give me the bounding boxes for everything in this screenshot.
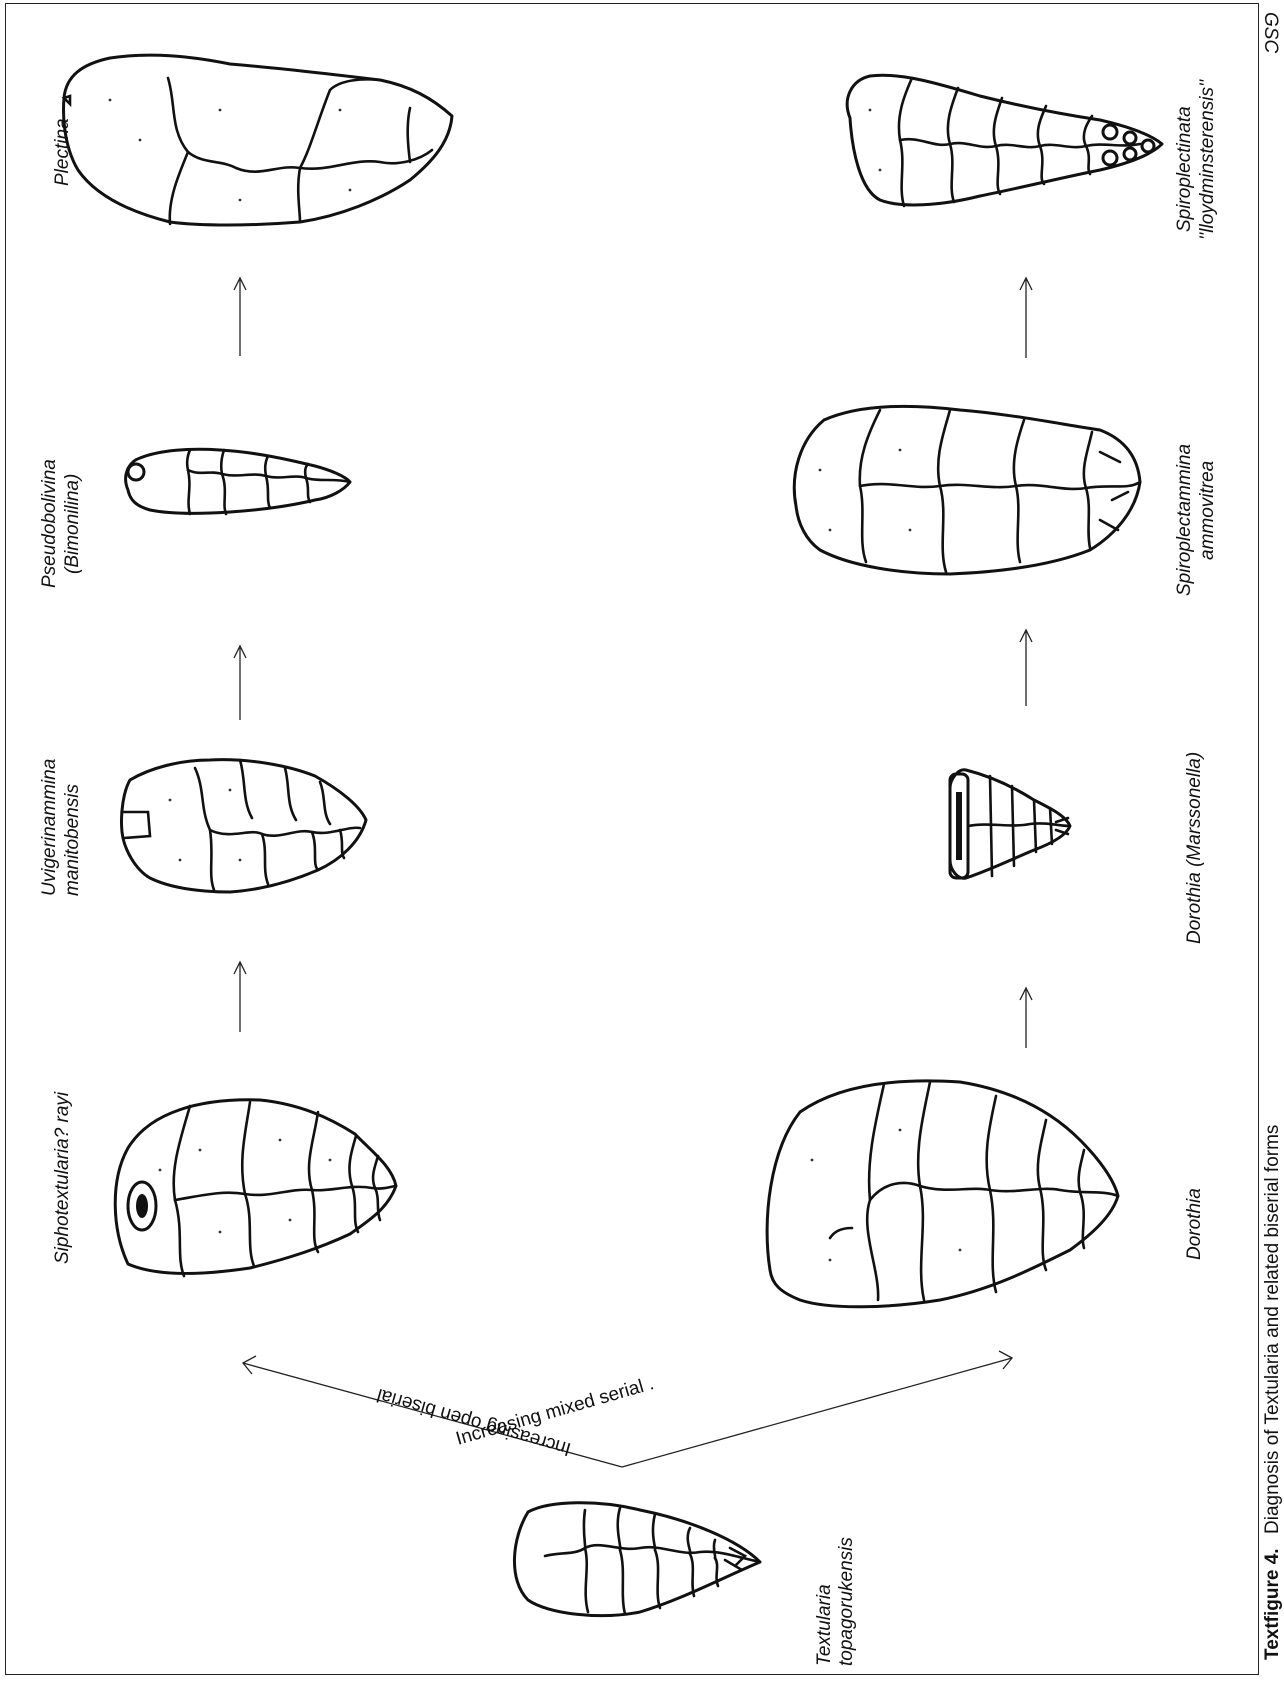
arrow-upper-3 — [234, 278, 246, 356]
arrow-lower-3 — [1020, 278, 1032, 358]
branch-arrows — [243, 1351, 1012, 1467]
arrow-lower-2 — [1020, 630, 1032, 706]
sequence-arrows — [234, 278, 1032, 1048]
arrow-upper-2 — [234, 646, 246, 720]
specimen-uvigerinammina-manitobensis — [121, 760, 366, 892]
label-siphotextularia: Siphotextularia? rayi — [52, 1091, 73, 1264]
specimen-plectina — [64, 55, 452, 225]
specimen-spiroplectinata-lloydminsterensis — [847, 75, 1162, 206]
lower-branch-arrow — [622, 1358, 1012, 1467]
label-uvigerinammina-line1: Uvigerinammina — [39, 759, 60, 896]
label-pseudobolivina-line1: Pseudobolivina — [39, 459, 60, 588]
label-spiroplectammina-line1: Spiroplectammina — [1174, 444, 1195, 596]
caption-text: Diagnosis of Textularia and related bise… — [1262, 1125, 1283, 1534]
label-dorothia: Dorothia — [1184, 1188, 1205, 1260]
taxon-labels: Textularia topagorukensis Siphotextulari… — [39, 78, 1218, 1666]
label-pseudobolivina-line2: (Bimonilina) — [62, 474, 83, 574]
arrow-upper-1 — [234, 962, 246, 1032]
label-spiroplectammina-line2: ammovitrea — [1197, 461, 1218, 560]
label-spiroplectinata-line2: ''lloydminsterensis'' — [1197, 78, 1218, 240]
specimen-siphotextularia-rayi — [115, 1100, 396, 1276]
specimen-pseudobolivina-bimonilina — [126, 449, 350, 514]
label-origin-line1: Textularia — [814, 1584, 835, 1666]
arrow-lower-1 — [1020, 988, 1032, 1048]
label-spiroplectinata-line1: Spiroplectinata — [1174, 106, 1195, 232]
label-dorothia-marssonella: Dorothia (Marssonella) — [1184, 752, 1205, 944]
credit-label: GSC — [1260, 12, 1281, 53]
label-origin-line2: topagorukensis — [836, 1537, 857, 1666]
specimen-spiroplectammina-ammovitrea — [794, 406, 1140, 574]
caption-label: Textfigure 4. — [1262, 1548, 1283, 1660]
specimen-textularia-topagorukensis — [514, 1503, 760, 1616]
specimen-dorothia — [767, 1081, 1118, 1307]
specimen-dorothia-marssonella — [950, 770, 1070, 878]
label-uvigerinammina-line2: manitobensis — [62, 784, 83, 896]
